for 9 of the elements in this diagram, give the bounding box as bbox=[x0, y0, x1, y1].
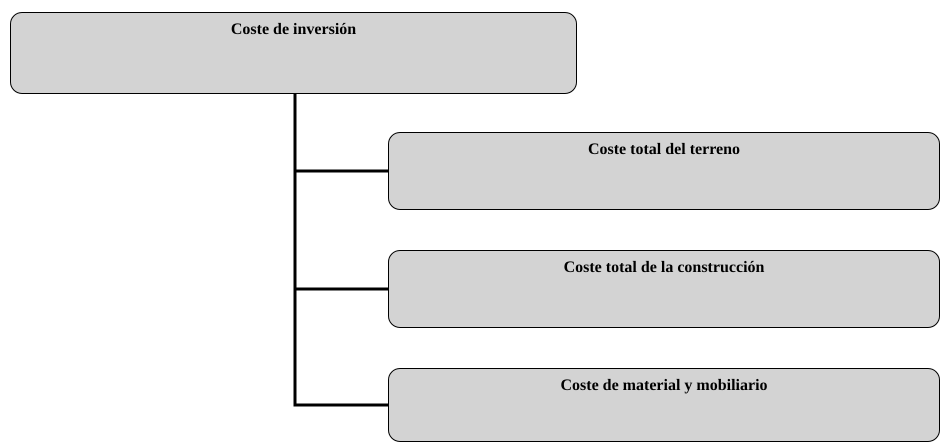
node-label: Coste total de la construcción bbox=[562, 259, 766, 277]
process-box bbox=[388, 132, 940, 210]
process-box bbox=[388, 250, 940, 328]
process-box bbox=[10, 12, 577, 94]
node-label: Coste total del terreno bbox=[586, 141, 742, 159]
node-label: Coste de inversión bbox=[230, 21, 358, 39]
process-box bbox=[388, 368, 940, 442]
node-label: Coste de material y mobiliario bbox=[559, 377, 769, 395]
connector-line bbox=[294, 94, 388, 406]
